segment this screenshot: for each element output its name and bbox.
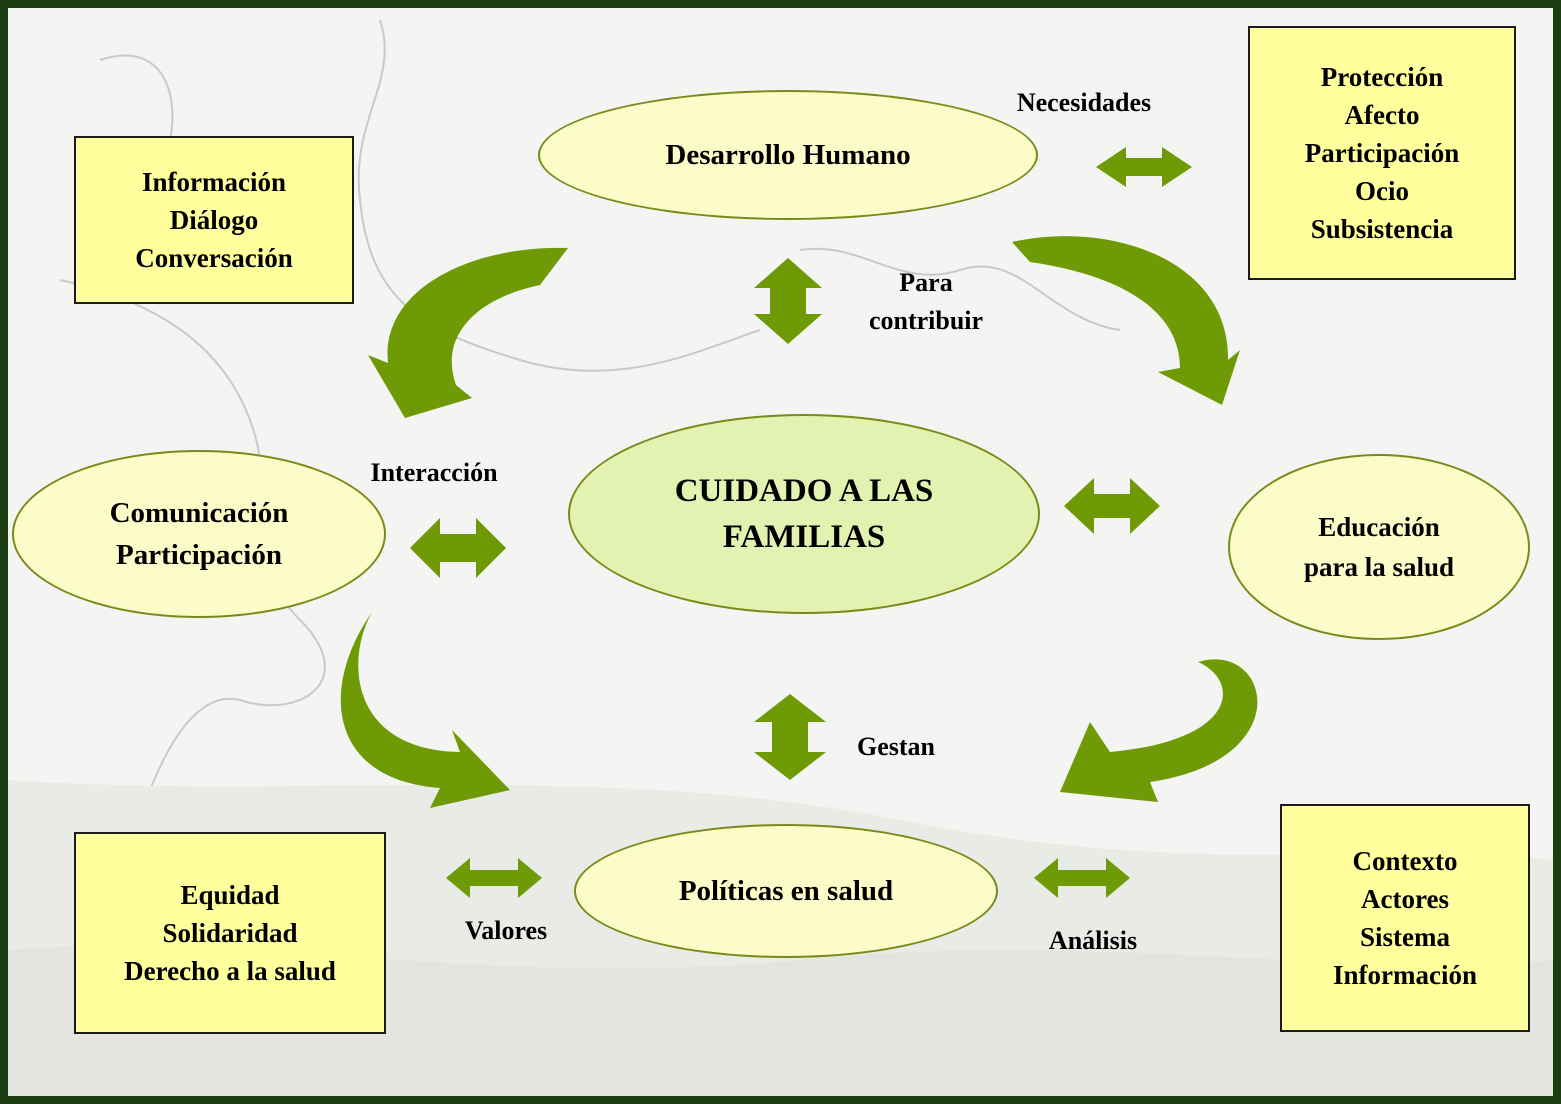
label-para-contribuir: Para contribuir xyxy=(846,264,1006,340)
label-necesidades: Necesidades xyxy=(1016,88,1152,117)
double-arrow-icon xyxy=(1034,858,1130,898)
node-cuidado-familias: CUIDADO A LAS FAMILIAS xyxy=(568,414,1040,614)
box-item: Diálogo xyxy=(169,205,259,235)
box-informacion: Información Diálogo Conversación xyxy=(74,136,354,304)
slide-frame: Desarrollo Humano CUIDADO A LAS FAMILIAS… xyxy=(8,8,1553,1096)
label-gestan: Gestan xyxy=(857,732,935,761)
curved-arrow-icon xyxy=(340,612,510,808)
double-arrow-icon xyxy=(410,518,506,578)
box-item: Ocio xyxy=(1355,176,1409,206)
node-label: Políticas en salud xyxy=(678,874,894,907)
node-label: FAMILIAS xyxy=(722,519,886,555)
label-line: contribuir xyxy=(868,306,984,335)
label-line: Para xyxy=(899,268,953,297)
node-label: Desarrollo Humano xyxy=(665,138,911,171)
box-item: Solidaridad xyxy=(162,918,298,948)
double-arrow-icon xyxy=(446,858,542,898)
node-comunicacion: Comunicación Participación xyxy=(12,450,386,618)
label-interaccion: Interacción xyxy=(370,458,498,487)
curved-arrow-icon xyxy=(1012,236,1240,405)
box-item: Conversación xyxy=(135,243,293,273)
box-item: Afecto xyxy=(1344,100,1420,130)
label-valores: Valores xyxy=(464,916,548,945)
box-item: Subsistencia xyxy=(1310,214,1454,244)
box-item: Participación xyxy=(1304,138,1460,168)
arrows-layer xyxy=(340,147,1258,898)
curved-arrow-icon xyxy=(1060,659,1258,802)
box-item: Equidad xyxy=(180,880,280,910)
box-analisis: Contexto Actores Sistema Información xyxy=(1280,804,1530,1032)
node-label: para la salud xyxy=(1303,552,1455,582)
box-item: Información xyxy=(1333,960,1477,990)
node-politicas: Políticas en salud xyxy=(574,824,998,958)
node-desarrollo-humano: Desarrollo Humano xyxy=(538,90,1038,220)
box-item: Actores xyxy=(1361,884,1449,914)
box-item: Derecho a la salud xyxy=(124,956,336,986)
vertical-double-arrow-icon xyxy=(754,258,822,344)
curved-arrow-icon xyxy=(368,247,568,418)
node-label: Comunicación xyxy=(109,497,289,529)
double-arrow-icon xyxy=(1096,147,1192,187)
node-label: Participación xyxy=(116,539,282,571)
node-label: CUIDADO A LAS xyxy=(674,473,934,509)
box-item: Sistema xyxy=(1360,922,1450,952)
box-item: Protección xyxy=(1320,62,1444,92)
label-analisis: Análisis xyxy=(1048,926,1138,955)
map-shade xyxy=(8,945,1553,1096)
double-arrow-icon xyxy=(1064,478,1160,534)
box-necesidades: Protección Afecto Participación Ocio Sub… xyxy=(1248,26,1516,280)
node-label: Educación xyxy=(1318,512,1440,542)
box-item: Contexto xyxy=(1352,846,1458,876)
node-educacion: Educación para la salud xyxy=(1228,454,1530,640)
map-outline xyxy=(799,247,1121,331)
box-item: Información xyxy=(142,167,286,197)
vertical-double-arrow-icon xyxy=(754,694,826,780)
box-valores: Equidad Solidaridad Derecho a la salud xyxy=(74,832,386,1034)
